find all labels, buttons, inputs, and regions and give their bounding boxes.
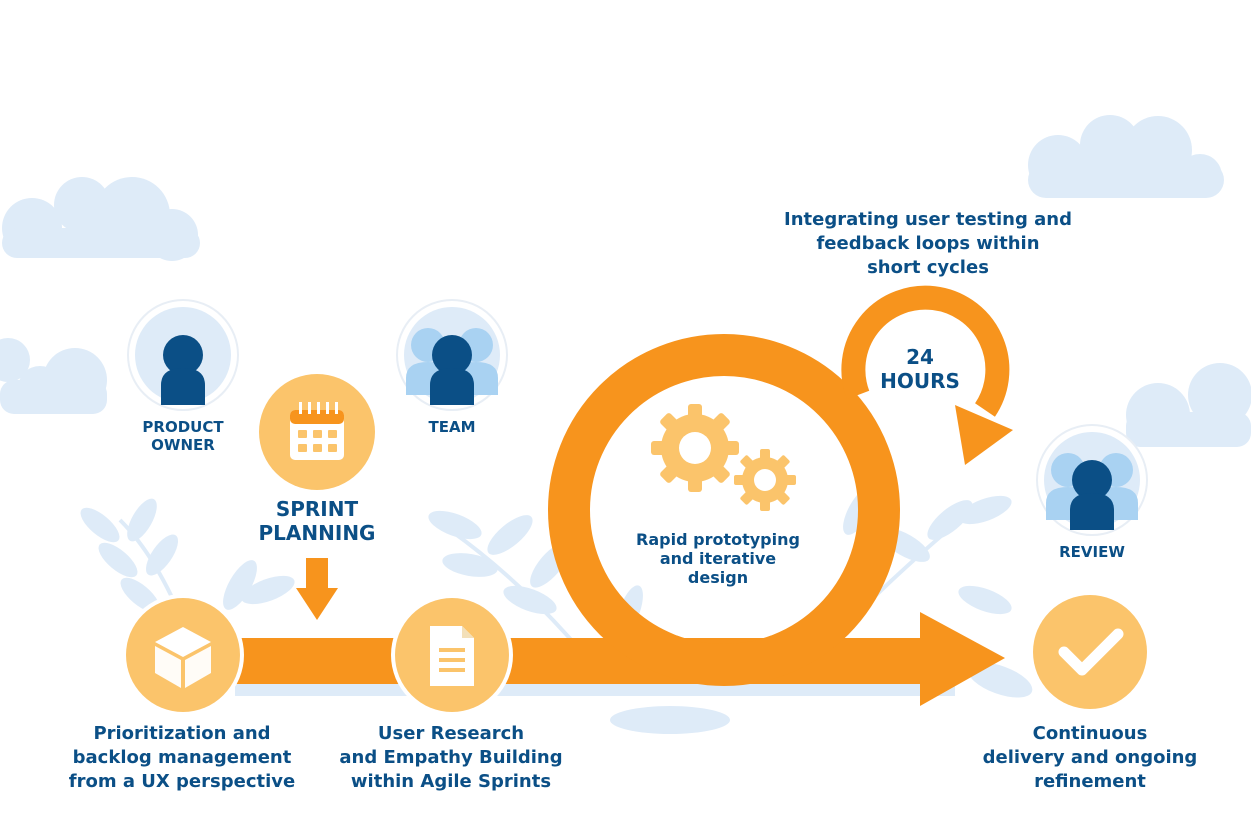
calendar-icon bbox=[290, 402, 344, 460]
cube-icon bbox=[155, 627, 211, 688]
shadow-ellipse bbox=[610, 706, 730, 734]
gear-icon bbox=[651, 404, 796, 511]
review-label: REVIEW bbox=[1059, 543, 1125, 561]
sprint-planning-down-arrow bbox=[296, 558, 338, 620]
daily-loop-arrowhead bbox=[955, 405, 1013, 465]
backlog-badge bbox=[122, 594, 244, 716]
leaf-decoration-left bbox=[80, 498, 295, 641]
delivery-badge bbox=[1030, 592, 1150, 712]
review-avatar bbox=[1036, 424, 1148, 536]
product-owner-avatar bbox=[127, 299, 239, 411]
cloud-right-mid bbox=[1126, 363, 1251, 447]
team-avatar bbox=[396, 299, 508, 411]
flow-shadow-band bbox=[235, 682, 955, 696]
daily-loop-arc bbox=[841, 285, 1010, 417]
cloud-right-top bbox=[1028, 115, 1224, 198]
sprint-loop bbox=[548, 334, 900, 686]
team-icon bbox=[406, 328, 498, 405]
check-icon bbox=[1058, 628, 1124, 676]
research-badge bbox=[391, 594, 513, 716]
document-icon bbox=[430, 626, 474, 686]
team-label: TEAM bbox=[428, 418, 476, 436]
sprint-planning-badge bbox=[259, 374, 375, 490]
cloud-left bbox=[2, 177, 200, 261]
team-icon bbox=[1046, 453, 1138, 530]
user-icon bbox=[161, 335, 205, 405]
cloud-left-mid bbox=[0, 338, 107, 414]
